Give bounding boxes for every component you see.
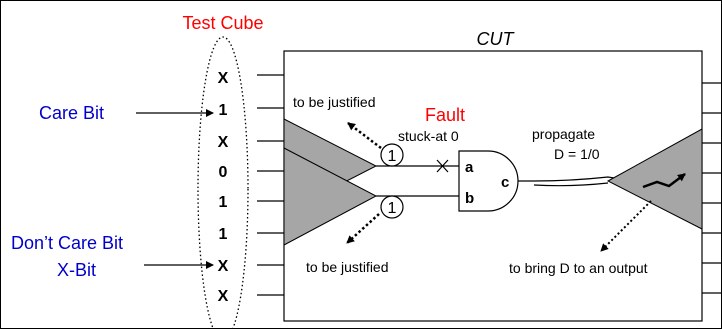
x-bit-label: X-Bit (57, 260, 96, 280)
cut-title: CUT (477, 29, 516, 49)
gate-output-c: c (501, 174, 509, 191)
justify-arrow-bottom (346, 213, 380, 244)
care-bit-label: Care Bit (39, 103, 104, 123)
justify-cone-lower (283, 147, 378, 246)
test-cube-bit: 0 (219, 164, 228, 181)
justify-circle-top (380, 143, 404, 167)
gate-input-b: b (465, 190, 474, 207)
test-cube-bit: X (218, 288, 229, 305)
dont-care-bit-label: Don’t Care Bit (11, 233, 123, 253)
wire-c-second (533, 182, 609, 187)
and-gate (458, 150, 519, 212)
propagation-arrow (642, 173, 686, 189)
justify-label-bottom: to be justified (306, 259, 389, 275)
circle-value-top: 1 (388, 148, 397, 165)
propagate-label: propagate (532, 126, 595, 142)
stuck-at-label: stuck-at 0 (398, 128, 459, 144)
test-cube-bit: X (218, 134, 229, 151)
input-stubs (257, 74, 284, 296)
circle-value-bottom: 1 (388, 200, 397, 217)
justify-circle-bottom (380, 195, 404, 219)
bring-d-arrow (600, 200, 652, 252)
justify-label-top: to be justified (293, 94, 376, 110)
wire-c (518, 176, 652, 185)
bring-d-label: to bring D to an output (509, 260, 648, 276)
test-cube-bit: X (218, 258, 229, 275)
test-cube-bit: 1 (219, 102, 228, 119)
fault-cross (436, 159, 449, 173)
test-cube-bit: X (218, 70, 229, 87)
gate-input-a: a (465, 159, 474, 176)
output-stubs (702, 82, 721, 294)
justify-arrow-top (347, 122, 382, 149)
test-cube-bit: 1 (219, 194, 228, 211)
test-cube-title: Test Cube (182, 13, 263, 33)
fault-label: Fault (425, 105, 465, 125)
test-cube-ellipse (197, 36, 249, 328)
test-cube-bit: 1 (219, 226, 228, 243)
d-value-label: D = 1/0 (554, 146, 600, 162)
propagation-cone (606, 128, 703, 230)
